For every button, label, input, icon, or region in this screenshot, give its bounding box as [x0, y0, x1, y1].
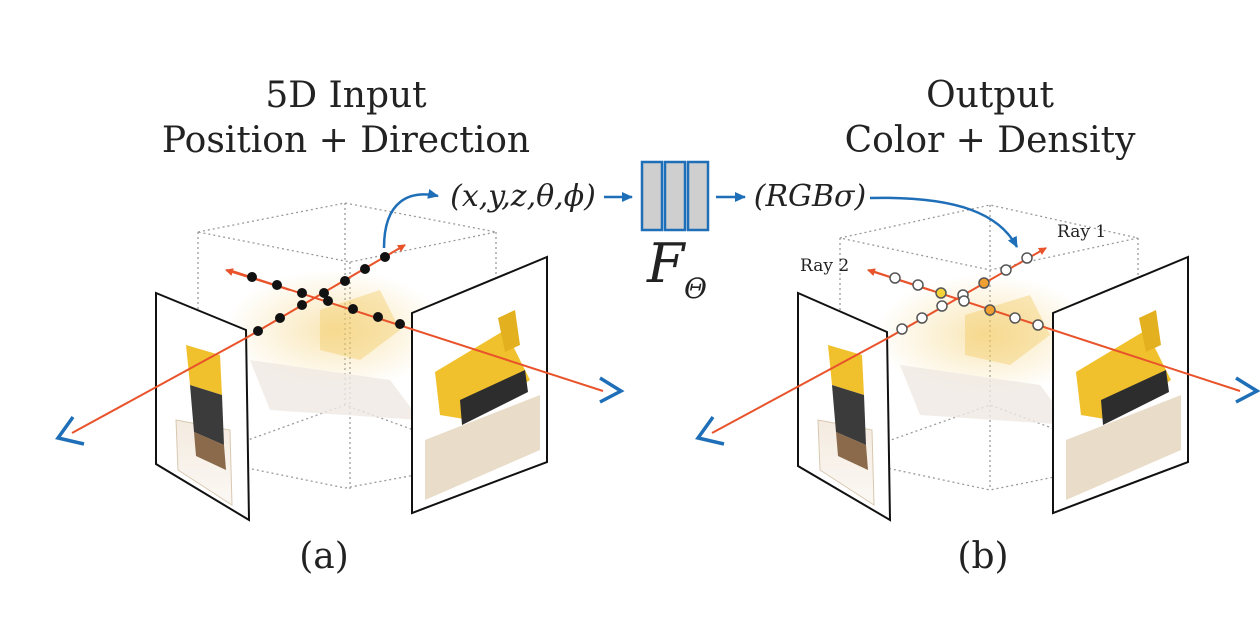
left-image-plane-2: [411, 255, 548, 515]
right-title-line2: Color + Density: [845, 120, 1136, 161]
left-sample-points: [247, 252, 405, 336]
right-volume-floor: [900, 365, 1070, 425]
input-formula: (x,y,z,θ,ϕ): [450, 179, 596, 214]
output-formula: (RGBσ): [754, 179, 867, 214]
right-title-line1: Output: [926, 75, 1054, 116]
left-ray-2: [231, 270, 604, 392]
open-chevron-arrow-icon: [55, 415, 85, 446]
left-volume-bulldozer: [320, 290, 400, 360]
left-scene: (a): [55, 189, 625, 577]
right-camera-ray-1: [711, 337, 889, 434]
ray2-label: Ray 2: [800, 256, 849, 276]
right-image-plane-1: [797, 291, 892, 522]
right-panel-label: (b): [957, 536, 1008, 577]
right-volume-glow: [875, 275, 1095, 395]
network-subscript: Θ: [684, 272, 707, 305]
open-chevron-arrow-icon: [1235, 376, 1260, 404]
left-camera-ray-1: [71, 337, 247, 434]
open-chevron-arrow-icon: [599, 376, 625, 404]
ray1-label: Ray 1: [1057, 222, 1106, 242]
right-ray-2: [871, 270, 1241, 392]
network-symbol: F: [646, 232, 687, 295]
left-volume-glow: [225, 270, 445, 390]
network-block: (x,y,z,θ,ϕ) (RGBσ) F Θ: [450, 160, 867, 305]
open-chevron-arrow-icon: [695, 415, 725, 446]
left-image-plane-1: [155, 291, 251, 522]
right-image-plane-2: [1052, 255, 1189, 515]
neural-network-layers-icon: [640, 160, 710, 232]
right-sample-points: [889, 252, 1044, 335]
right-scene: Ray 1 Ray 2 (b): [695, 196, 1260, 577]
left-volume-floor: [250, 360, 420, 420]
output-to-sample-arrow: [869, 196, 1019, 248]
left-title-line1: 5D Input: [265, 75, 427, 116]
left-panel-label: (a): [299, 536, 349, 577]
left-sample-to-input-arrow: [382, 189, 439, 249]
left-title-line2: Position + Direction: [162, 120, 530, 161]
